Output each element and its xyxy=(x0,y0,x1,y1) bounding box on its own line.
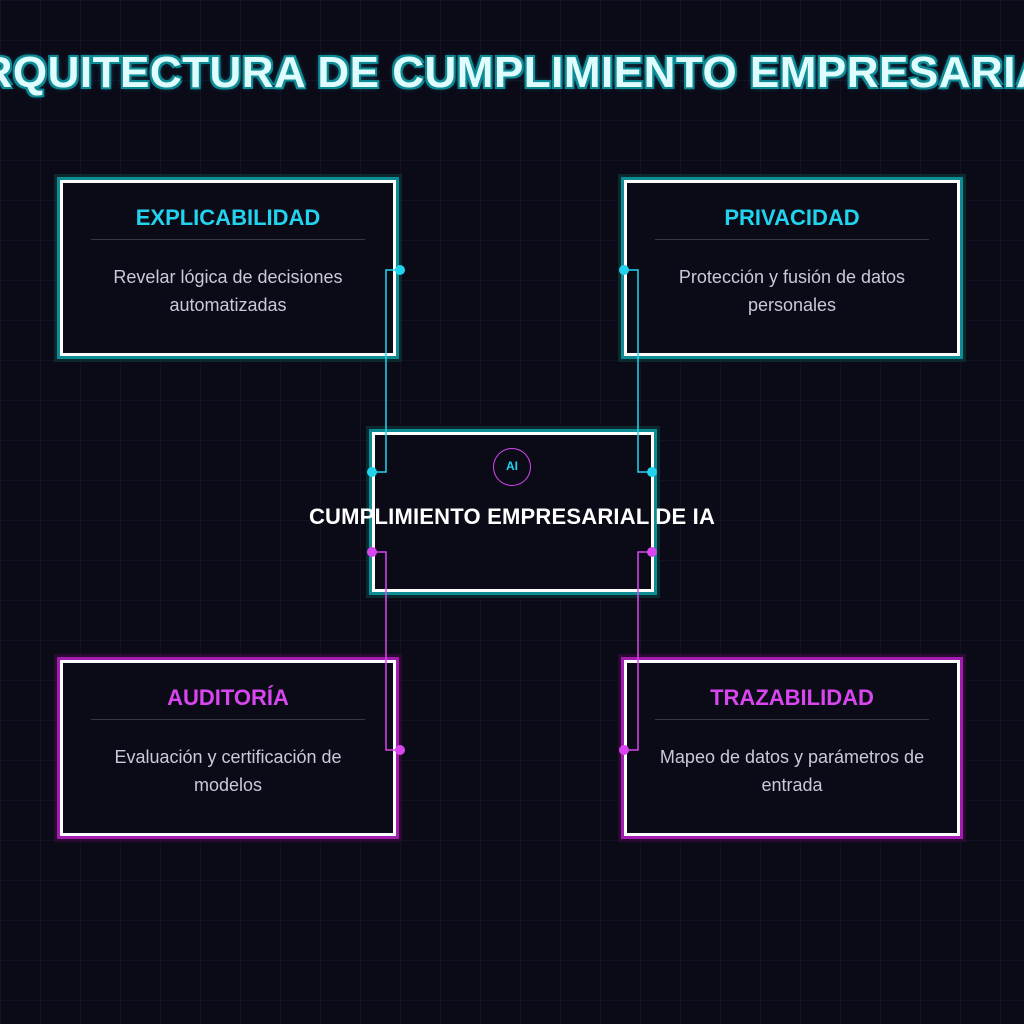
node-description: Evaluación y certificación de modelos xyxy=(114,747,342,795)
node-trazabilidad: TRAZABILIDAD Mapeo de datos y parámetros… xyxy=(624,660,960,836)
node-auditoria: AUDITORÍA Evaluación y certificación de … xyxy=(60,660,396,836)
node-title: EXPLICABILIDAD xyxy=(91,205,365,240)
connector-dot xyxy=(395,265,405,275)
diagram-title: ARQUITECTURA DE CUMPLIMIENTO EMPRESARIAL xyxy=(0,48,1024,97)
node-description: Mapeo de datos y parámetros de entrada xyxy=(659,747,925,795)
node-explicabilidad: EXPLICABILIDAD Revelar lógica de decisio… xyxy=(60,180,396,356)
node-description: Protección y fusión de datos personales xyxy=(678,267,906,315)
node-title: AUDITORÍA xyxy=(91,685,365,720)
node-privacidad: PRIVACIDAD Protección y fusión de datos … xyxy=(624,180,960,356)
connector-dot xyxy=(395,745,405,755)
node-description: Revelar lógica de decisiones automatizad… xyxy=(113,267,343,315)
node-title: TRAZABILIDAD xyxy=(655,685,929,720)
ai-badge-icon: AI xyxy=(493,448,531,486)
node-title: PRIVACIDAD xyxy=(655,205,929,240)
center-node-label: CUMPLIMIENTO EMPRESARIAL DE IA xyxy=(308,504,716,529)
